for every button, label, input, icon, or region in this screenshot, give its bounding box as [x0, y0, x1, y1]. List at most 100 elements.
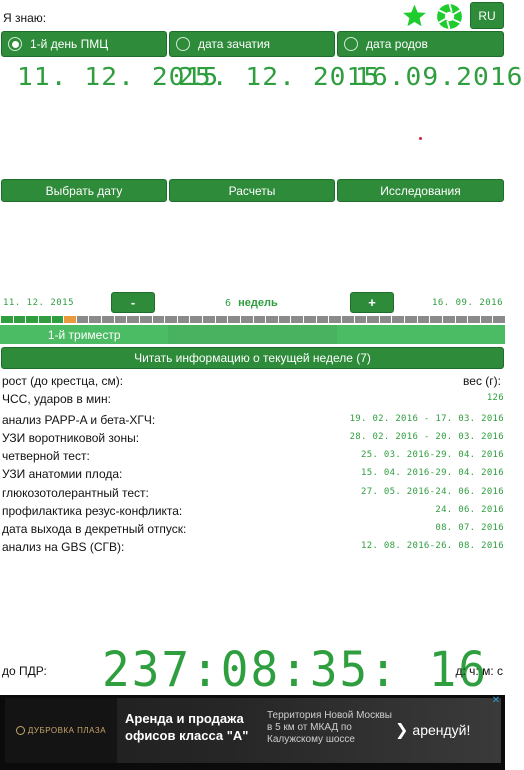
- week-end-date: 16. 09. 2016: [431, 298, 503, 308]
- ad-logo-text: ДУБРОВКА ПЛАЗА: [27, 726, 107, 735]
- mode-label: 1-й день ПМЦ: [30, 37, 109, 51]
- choose-date-button[interactable]: Выбрать дату: [1, 179, 167, 202]
- calculations-button[interactable]: Расчеты: [169, 179, 335, 202]
- week-segment: [102, 316, 114, 323]
- radio-selected-icon[interactable]: [8, 37, 22, 51]
- mode-tab-birth[interactable]: дата родов: [337, 31, 504, 57]
- info-label: УЗИ анатомии плода:: [2, 467, 123, 481]
- mode-label: дата родов: [366, 37, 428, 51]
- week-segment: [417, 316, 430, 323]
- info-row: четверной тест: 25. 03. 2016-29. 04. 201…: [2, 449, 504, 465]
- trimester-2[interactable]: [168, 325, 337, 344]
- week-segment: [367, 316, 379, 323]
- week-label: недель: [238, 297, 278, 309]
- info-label: четверной тест:: [2, 449, 90, 463]
- week-segment: [203, 316, 215, 323]
- info-value: 19. 02. 2016 - 17. 03. 2016: [349, 414, 504, 424]
- top-bar: Я знаю: RU: [0, 0, 505, 30]
- week-segment: [215, 316, 228, 323]
- week-plus-button[interactable]: +: [350, 292, 394, 313]
- mode-tab-first-day[interactable]: 1-й день ПМЦ: [1, 31, 167, 57]
- week-segment: [493, 316, 505, 323]
- week-segment: [480, 316, 493, 323]
- week-segment: [278, 316, 291, 323]
- week-minus-button[interactable]: -: [111, 292, 155, 313]
- week-segment: [1, 316, 13, 323]
- info-label: ЧСС, ударов в мин:: [2, 392, 111, 406]
- week-segment: [468, 316, 480, 323]
- info-value: 25. 03. 2016-29. 04. 2016: [361, 450, 504, 460]
- info-row: ЧСС, ударов в мин: 126: [2, 392, 504, 408]
- mode-tab-conception[interactable]: дата зачатия: [169, 31, 335, 57]
- week-segment: [354, 316, 367, 323]
- info-row: профилактика резус-конфликта: 24. 06. 20…: [2, 504, 504, 520]
- week-segment: [64, 316, 76, 323]
- aperture-icon[interactable]: [436, 3, 463, 30]
- week-segment: [38, 316, 51, 323]
- week-segment: [266, 316, 278, 323]
- info-value: вес (г):: [463, 374, 501, 388]
- countdown-units: д: ч: м: с: [455, 664, 503, 678]
- read-week-info-button[interactable]: Читать информацию о текущей неделе (7): [1, 347, 504, 369]
- ad-logo-box: ДУБРОВКА ПЛАЗА: [5, 698, 117, 763]
- week-segment: [240, 316, 253, 323]
- week-segment: [13, 316, 26, 323]
- week-segment: [89, 316, 101, 323]
- week-segment: [228, 316, 240, 323]
- trimester-1[interactable]: 1-й триместр: [0, 325, 169, 344]
- ad-description: Территория Новой Москвы в 5 км от МКАД п…: [267, 710, 392, 745]
- ad-cta-label: арендуй!: [412, 722, 471, 738]
- countdown-timer: 237:08:35: 16: [102, 640, 489, 698]
- week-segment: [51, 316, 64, 323]
- mode-label: дата зачатия: [198, 37, 271, 51]
- week-segment: [190, 316, 202, 323]
- info-row: глюкозотолерантный тест: 27. 05. 2016-24…: [2, 486, 504, 502]
- week-segment: [253, 316, 266, 323]
- ad-close-icon[interactable]: ✕: [491, 695, 501, 706]
- info-value: 24. 06. 2016: [435, 505, 504, 515]
- trimester-3[interactable]: [336, 325, 505, 344]
- week-segment: [114, 316, 127, 323]
- date-birth: 16.09.2016: [355, 62, 524, 91]
- ad-emblem-icon: [15, 726, 25, 735]
- info-row: рост (до крестца, см): вес (г):: [2, 374, 504, 390]
- info-value: 08. 07. 2016: [435, 523, 504, 533]
- info-label: профилактика резус-конфликта:: [2, 504, 183, 518]
- week-segment: [442, 316, 455, 323]
- week-segment: [316, 316, 329, 323]
- week-segment: [430, 316, 442, 323]
- info-label: анализ на GBS (СГВ):: [2, 540, 125, 554]
- week-segment: [177, 316, 190, 323]
- info-row: УЗИ воротниковой зоны: 28. 02. 2016 - 20…: [2, 431, 504, 447]
- week-number: 6: [225, 298, 232, 309]
- week-segment: [26, 316, 38, 323]
- ad-content[interactable]: ДУБРОВКА ПЛАЗА Аренда и продажа офисов к…: [5, 698, 501, 763]
- red-dot: [419, 137, 422, 140]
- week-segment: [291, 316, 303, 323]
- week-segment: [127, 316, 139, 323]
- info-row: УЗИ анатомии плода: 15. 04. 2016-29. 04.…: [2, 467, 504, 483]
- week-progress: [1, 316, 505, 323]
- week-segment: [152, 316, 165, 323]
- know-label: Я знаю:: [3, 11, 47, 25]
- info-label: дата выхода в декретный отпуск:: [2, 522, 187, 536]
- info-value: 15. 04. 2016-29. 04. 2016: [361, 468, 504, 478]
- radio-icon[interactable]: [176, 37, 190, 51]
- info-row: дата выхода в декретный отпуск: 08. 07. …: [2, 522, 504, 538]
- info-label: УЗИ воротниковой зоны:: [2, 431, 140, 445]
- ad-cta-button[interactable]: ❯ арендуй!: [395, 720, 470, 740]
- countdown-label: до ПДР:: [2, 664, 47, 678]
- ad-banner[interactable]: ДУБРОВКА ПЛАЗА Аренда и продажа офисов к…: [0, 695, 505, 770]
- star-icon[interactable]: [401, 3, 428, 29]
- ad-title: Аренда и продажа офисов класса "А": [125, 711, 249, 743]
- week-segment: [405, 316, 417, 323]
- week-counter: 6 недель: [225, 297, 278, 309]
- date-first-day: 11. 12. 2015: [17, 62, 220, 91]
- info-value: 126: [486, 393, 504, 403]
- week-segment: [341, 316, 354, 323]
- radio-icon[interactable]: [344, 37, 358, 51]
- research-button[interactable]: Исследования: [337, 179, 504, 202]
- language-button[interactable]: RU: [470, 2, 504, 29]
- week-segment: [455, 316, 468, 323]
- date-conception: 25. 12. 2015: [178, 62, 381, 91]
